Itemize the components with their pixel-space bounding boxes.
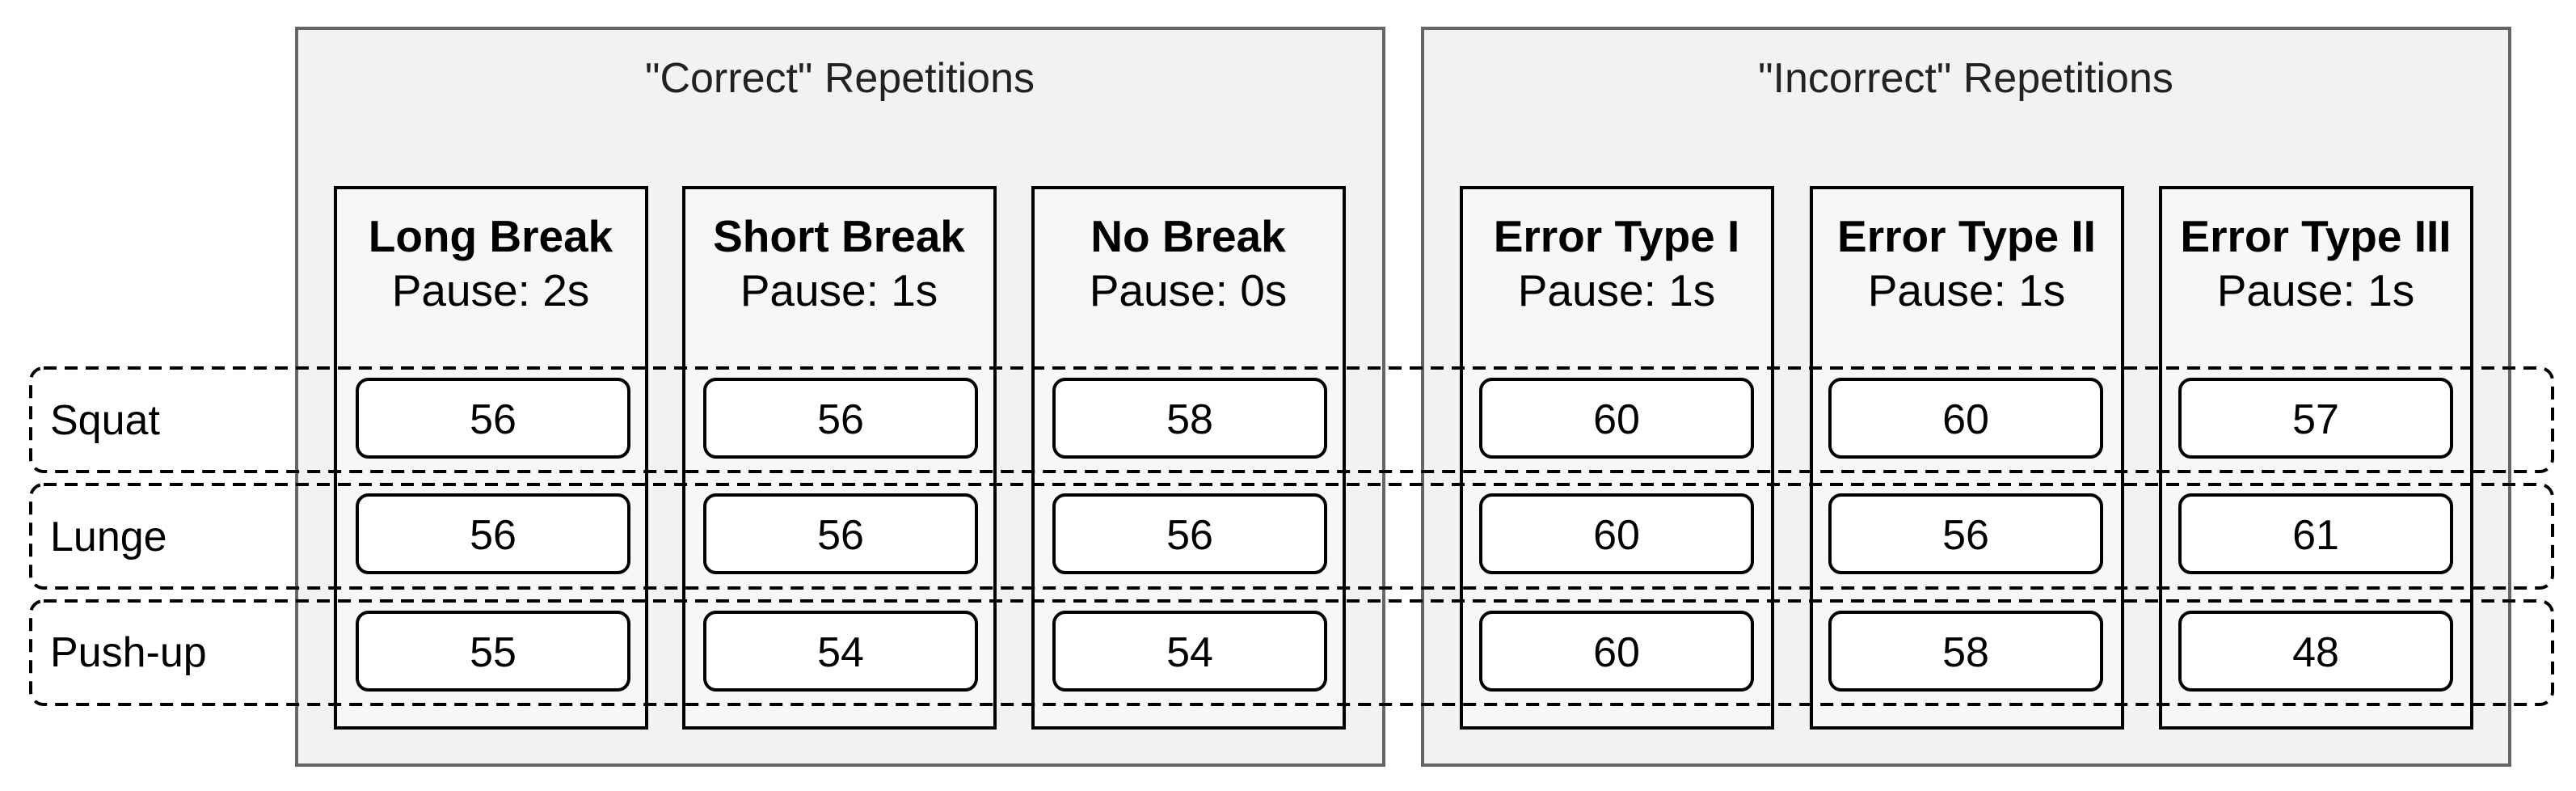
- column-long-break-pause: Pause: 2s: [392, 265, 590, 315]
- cell-value: 57: [2292, 396, 2339, 443]
- cell-value: 56: [817, 512, 864, 559]
- column-long-break-name: Long Break: [369, 211, 613, 261]
- row-label-lunge: Lunge: [50, 514, 167, 560]
- cell-value: 48: [2292, 629, 2339, 676]
- cell-box: [1479, 493, 1754, 574]
- correct-group-title: "Correct" Repetitions: [645, 55, 1035, 102]
- cell-value: 56: [817, 396, 864, 443]
- row-outline-push-up: [29, 599, 2554, 706]
- row-outline-squat: [29, 366, 2554, 473]
- cell-value: 60: [1942, 396, 1989, 443]
- row-label-push-up: Push-up: [50, 629, 207, 676]
- column-error-type-1-name: Error Type I: [1494, 211, 1740, 261]
- cell-box: [356, 493, 630, 574]
- cell-value: 60: [1593, 512, 1640, 559]
- column-no-break-pause: Pause: 0s: [1090, 265, 1288, 315]
- cell-box: [1052, 378, 1327, 459]
- column-no-break-name: No Break: [1090, 211, 1286, 261]
- column-error-type-3-pause: Pause: 1s: [2217, 265, 2415, 315]
- row-outline-lunge: [29, 483, 2554, 590]
- cell-box: [356, 378, 630, 459]
- column-error-type-1-pause: Pause: 1s: [1518, 265, 1716, 315]
- cell-value: 60: [1593, 396, 1640, 443]
- cell-box: [703, 378, 978, 459]
- cell-box: [2178, 378, 2453, 459]
- cell-box: [2178, 611, 2453, 692]
- column-error-type-2-pause: Pause: 1s: [1868, 265, 2066, 315]
- cell-box: [1828, 378, 2103, 459]
- cell-value: 61: [2292, 512, 2339, 559]
- cell-value: 58: [1166, 396, 1213, 443]
- cell-value: 56: [470, 512, 516, 559]
- cell-box: [2178, 493, 2453, 574]
- cell-box: [356, 611, 630, 692]
- cell-box: [1479, 611, 1754, 692]
- cell-value: 54: [1166, 629, 1213, 676]
- incorrect-group-title: "Incorrect" Repetitions: [1758, 55, 2173, 102]
- column-short-break-pause: Pause: 1s: [740, 265, 938, 315]
- cell-box: [1052, 611, 1327, 692]
- row-label-squat: Squat: [50, 397, 160, 444]
- cell-box: [1828, 611, 2103, 692]
- cell-value: 60: [1593, 629, 1640, 676]
- cell-box: [703, 611, 978, 692]
- cell-box: [1052, 493, 1327, 574]
- cell-value: 58: [1942, 629, 1989, 676]
- column-error-type-3-name: Error Type III: [2180, 211, 2451, 261]
- cell-value: 54: [817, 629, 864, 676]
- column-error-type-2-name: Error Type II: [1837, 211, 2096, 261]
- cell-box: [1828, 493, 2103, 574]
- cell-value: 56: [470, 396, 516, 443]
- cell-value: 56: [1166, 512, 1213, 559]
- column-short-break-name: Short Break: [713, 211, 965, 261]
- cell-box: [703, 493, 978, 574]
- cell-box: [1479, 378, 1754, 459]
- cell-value: 56: [1942, 512, 1989, 559]
- cell-value: 55: [470, 629, 516, 676]
